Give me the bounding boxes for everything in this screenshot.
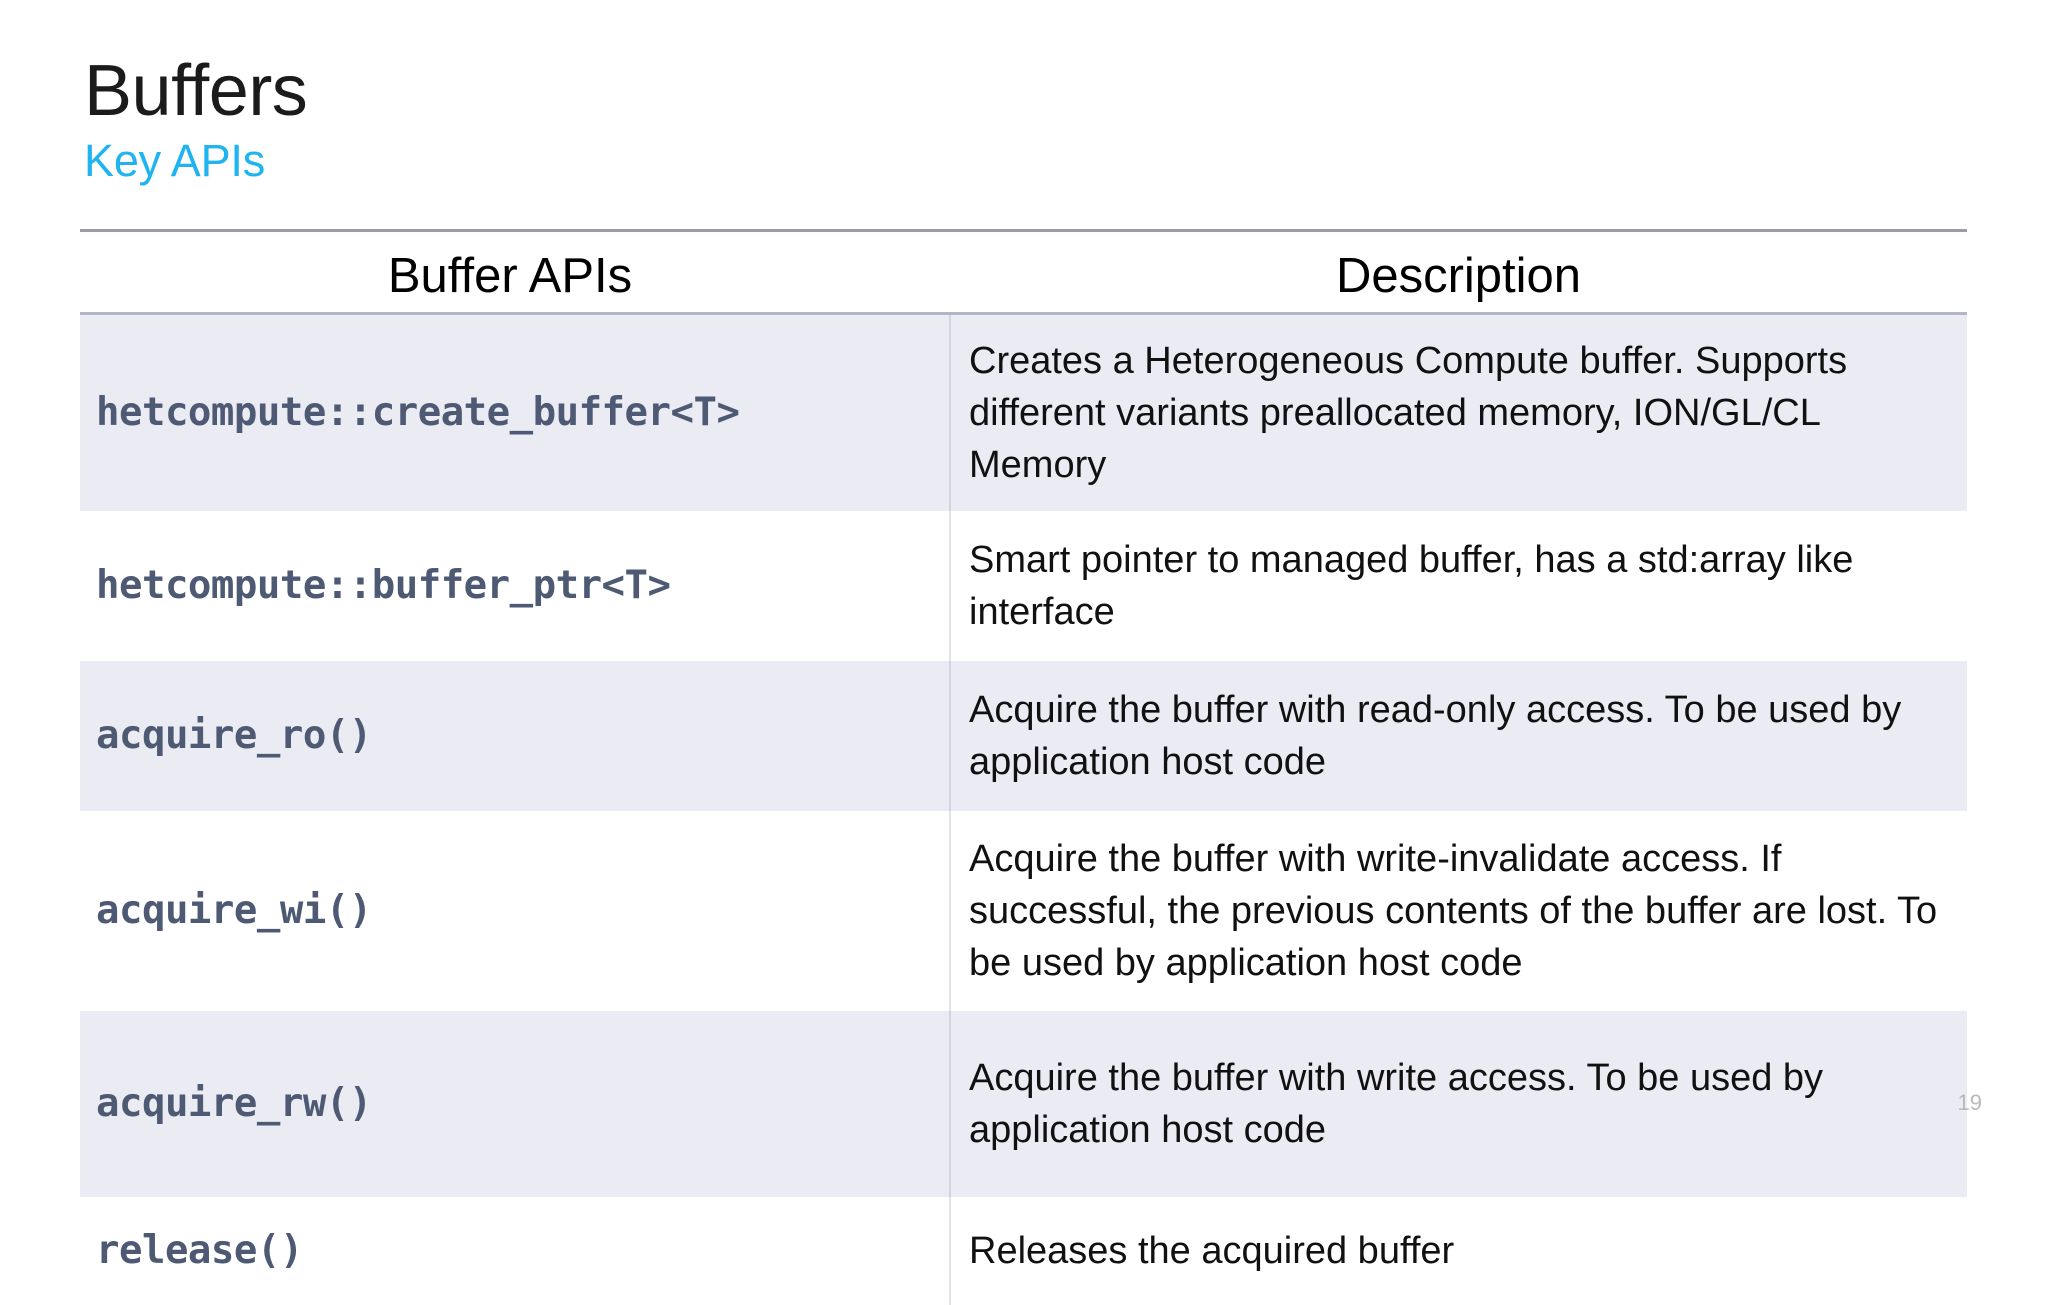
cell-api-description: Smart pointer to managed buffer, has a s… (950, 511, 1967, 661)
slide-page-number: 19 (1958, 1090, 1982, 1116)
buffer-api-table: Buffer APIs Description hetcompute::crea… (80, 240, 1967, 1305)
cell-api-name: hetcompute::create_buffer<T> (80, 314, 950, 512)
table-row: release() Releases the acquired buffer (80, 1197, 1967, 1305)
cell-api-description: Acquire the buffer with read-only access… (950, 661, 1967, 811)
cell-api-description: Releases the acquired buffer (950, 1197, 1967, 1305)
table-row: acquire_ro() Acquire the buffer with rea… (80, 661, 1967, 811)
column-header-description: Description (950, 240, 1967, 314)
table-header: Buffer APIs Description (80, 240, 1967, 314)
page-subtitle: Key APIs (84, 136, 1884, 186)
cell-api-name: acquire_rw() (80, 1011, 950, 1197)
title-block: Buffers Key APIs (84, 52, 1884, 186)
table-row: acquire_rw() Acquire the buffer with wri… (80, 1011, 1967, 1197)
table-row: hetcompute::buffer_ptr<T> Smart pointer … (80, 511, 1967, 661)
column-header-buffer-apis: Buffer APIs (80, 240, 950, 314)
cell-api-description: Creates a Heterogeneous Compute buffer. … (950, 314, 1967, 512)
table-body: hetcompute::create_buffer<T> Creates a H… (80, 314, 1967, 1305)
table-row: acquire_wi() Acquire the buffer with wri… (80, 811, 1967, 1011)
cell-api-name: release() (80, 1197, 950, 1305)
cell-api-name: acquire_wi() (80, 811, 950, 1011)
api-table-container: Buffer APIs Description hetcompute::crea… (80, 240, 1967, 1305)
page-title: Buffers (84, 52, 1884, 130)
cell-api-description: Acquire the buffer with write access. To… (950, 1011, 1967, 1197)
cell-api-name: hetcompute::buffer_ptr<T> (80, 511, 950, 661)
table-header-row: Buffer APIs Description (80, 240, 1967, 314)
cell-api-name: acquire_ro() (80, 661, 950, 811)
slide-canvas: Buffers Key APIs Buffer APIs Description… (0, 0, 2048, 1152)
table-row: hetcompute::create_buffer<T> Creates a H… (80, 314, 1967, 512)
title-divider (80, 229, 1967, 232)
cell-api-description: Acquire the buffer with write-invalidate… (950, 811, 1967, 1011)
